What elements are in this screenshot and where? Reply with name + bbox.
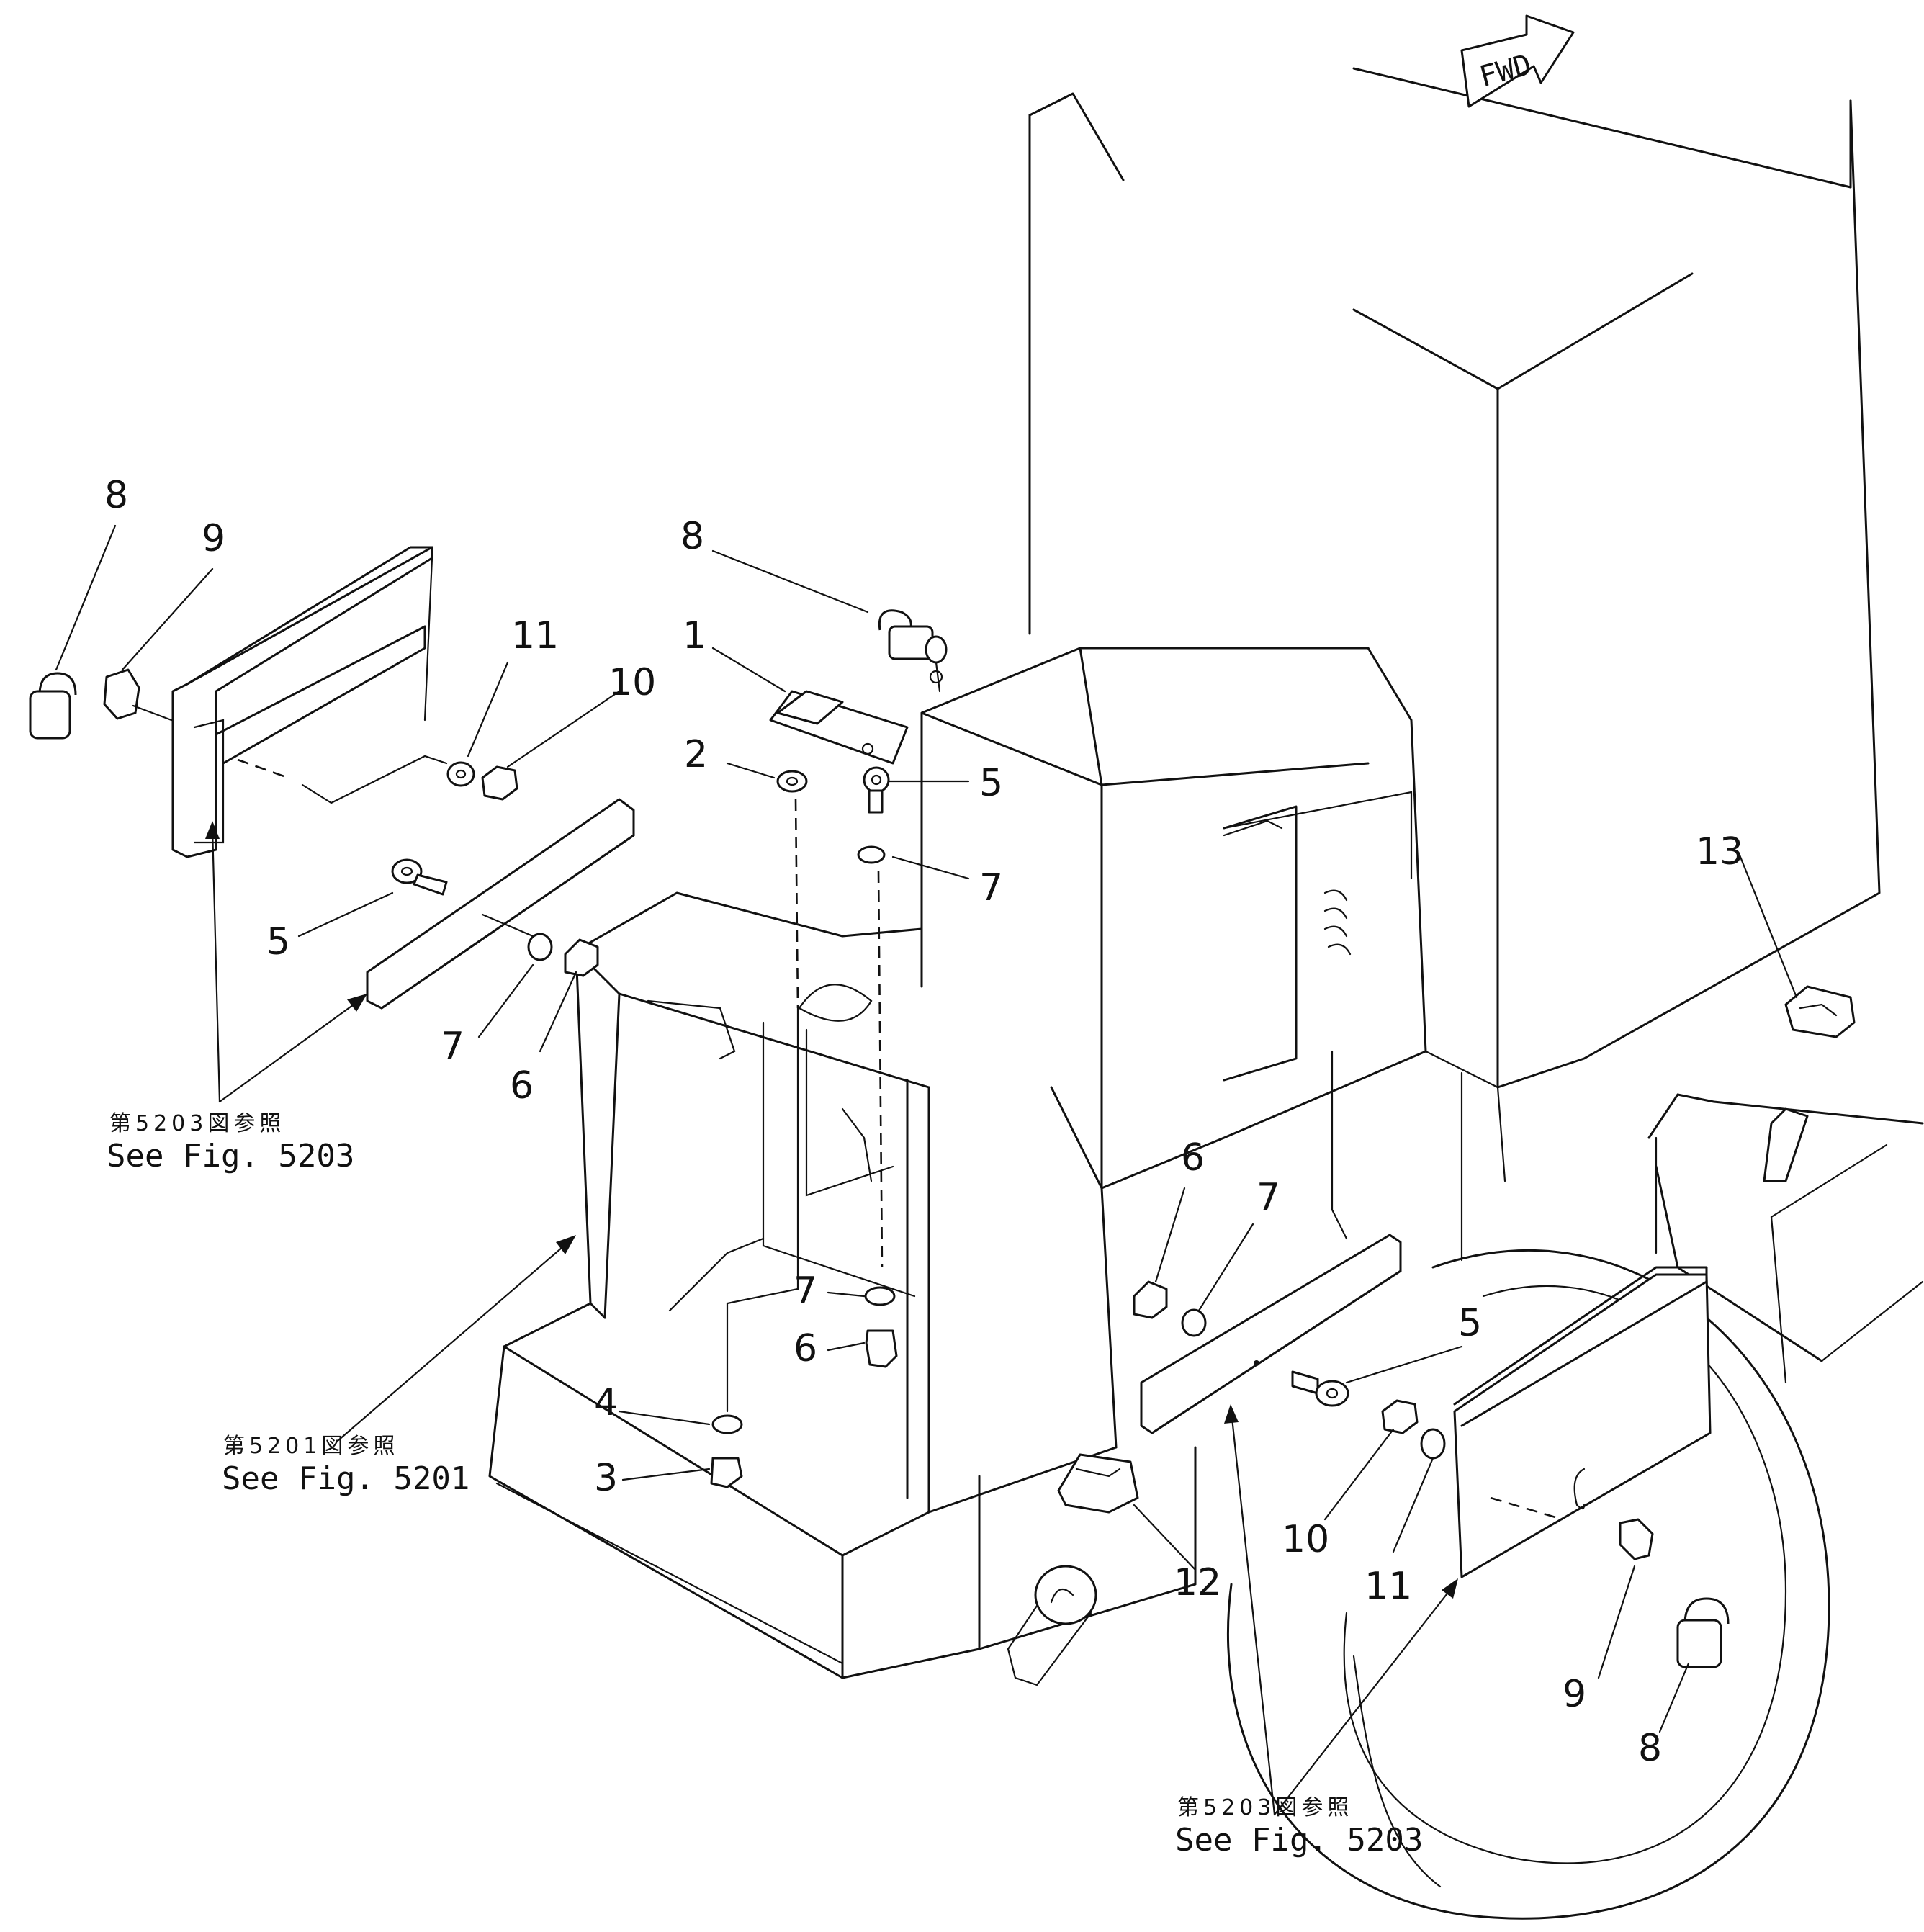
callout-5-top: 5 <box>979 762 1003 805</box>
washer-icon <box>864 1286 896 1306</box>
callout-8-top: 8 <box>680 515 704 558</box>
callout-5-right: 5 <box>1458 1302 1482 1345</box>
ref-center-en: See Fig. 5201 <box>222 1460 469 1497</box>
front-frame <box>575 891 1118 1514</box>
callout-8-right: 8 <box>1638 1727 1662 1770</box>
callout-10-right: 10 <box>1282 1518 1329 1561</box>
callout-6-right: 6 <box>1181 1136 1205 1180</box>
washer-hole <box>455 769 467 779</box>
callout-1: 1 <box>683 614 706 657</box>
callout-7-left: 7 <box>441 1025 464 1068</box>
ref-left-en: See Fig. 5203 <box>107 1138 354 1174</box>
washer-icon <box>857 845 886 864</box>
callout-7-top: 7 <box>979 866 1003 909</box>
nut-icon <box>1381 1399 1419 1434</box>
callout-4: 4 <box>594 1381 618 1424</box>
nut-icon <box>865 1329 898 1368</box>
washer-icon <box>527 933 553 961</box>
access-plate <box>769 690 909 765</box>
cab-outline <box>1028 67 1881 1262</box>
callout-5-left: 5 <box>266 920 290 963</box>
assembly-line <box>726 1007 799 1413</box>
nut-icon <box>1133 1280 1168 1319</box>
callout-7-center: 7 <box>794 1270 817 1313</box>
callout-10-left: 10 <box>608 661 656 704</box>
callout-9-left: 9 <box>202 517 225 560</box>
washer-icon <box>776 770 808 793</box>
washer-icon <box>1420 1428 1446 1460</box>
eye-bolt-icon <box>863 766 890 814</box>
callout-6-center: 6 <box>794 1327 817 1370</box>
eye-bolt-icon <box>1291 1370 1349 1407</box>
assembly-line <box>794 799 799 1009</box>
reference-notes: 第5203図参照 See Fig. 5203 第5201図参照 See Fig.… <box>107 1111 1423 1859</box>
lower-chassis <box>488 1302 1197 1686</box>
ref-left-jp: 第5203図参照 <box>109 1111 285 1136</box>
fuel-cap-icon <box>1057 1453 1139 1514</box>
padlock-icon <box>29 672 77 740</box>
washer-hole <box>786 776 799 786</box>
ref-right-en: See Fig. 5203 <box>1175 1822 1423 1859</box>
washer-icon <box>711 1414 743 1434</box>
nut-icon <box>710 1457 743 1488</box>
callout-6-left: 6 <box>510 1064 534 1107</box>
ref-center-jp: 第5201図参照 <box>223 1434 399 1459</box>
padlock-icon <box>1676 1597 1730 1668</box>
callout-3: 3 <box>594 1457 618 1500</box>
callout-7-right: 7 <box>1257 1176 1280 1219</box>
left-rail-bar <box>366 798 635 1010</box>
callout-13: 13 <box>1696 830 1743 873</box>
callout-numbers: 8 9 11 10 8 1 2 5 7 5 7 6 7 6 4 3 6 7 5 … <box>104 474 1743 1770</box>
tank-cap-icon <box>1763 985 1856 1182</box>
callout-2: 2 <box>684 733 708 776</box>
right-rail-bar <box>1140 1234 1402 1434</box>
callout-12: 12 <box>1174 1561 1221 1604</box>
left-side-cover <box>171 546 448 858</box>
ref-right-jp: 第5203図参照 <box>1177 1795 1353 1820</box>
nut-icon <box>481 765 518 801</box>
leader-lines <box>55 524 1798 1816</box>
callout-8-left: 8 <box>104 474 128 517</box>
washer-icon <box>1181 1308 1207 1337</box>
washer-icon <box>446 761 475 787</box>
callout-9-right: 9 <box>1563 1673 1586 1716</box>
right-side-cover <box>1453 1266 1712 1578</box>
assembly-line <box>877 871 884 1268</box>
callout-11-right: 11 <box>1365 1565 1412 1608</box>
padlock-icon <box>878 609 948 693</box>
eye-bolt-icon <box>391 858 448 896</box>
callout-11-left: 11 <box>511 614 559 657</box>
fwd-direction-tag: FWD <box>1460 14 1575 108</box>
hood-body <box>920 647 1427 1240</box>
hasp-icon <box>103 668 140 720</box>
hasp-icon <box>1619 1518 1654 1560</box>
nut-icon <box>564 938 599 977</box>
